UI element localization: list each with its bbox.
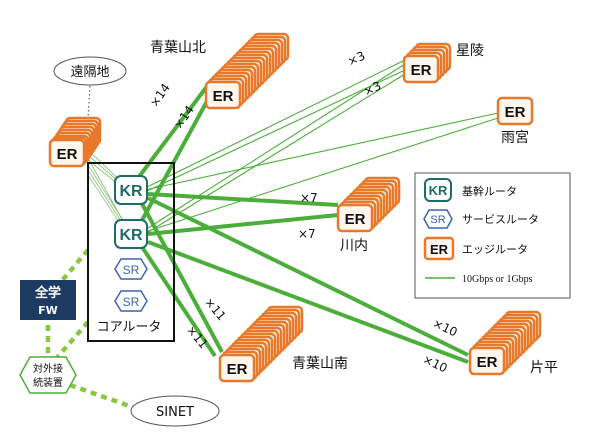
multiplier-kawauchi-a: ×7: [300, 191, 318, 205]
kr-label: KR: [119, 183, 143, 200]
multiplier-aobayama-kita-a: ×14: [147, 81, 173, 110]
campus-firewall: 全学 FW: [20, 280, 76, 320]
er-stack-amamiya: ER: [496, 96, 534, 126]
multiplier-katahira-a: ×10: [431, 316, 460, 339]
legend-sr-label: サービスルータ: [462, 213, 539, 226]
legend-er: ER エッジルータ: [423, 236, 528, 261]
er-stack-kawauchi: ER: [336, 176, 401, 233]
core-router-box: KR KR SR SR コアルータ: [87, 162, 175, 342]
legend-link-label: 10Gbps or 1Gbps: [462, 274, 533, 285]
legend-link: 10Gbps or 1Gbps: [425, 274, 533, 285]
thin-links: [144, 59, 499, 235]
er-label: ER: [345, 211, 366, 228]
fw-label-line1: 全学: [34, 285, 61, 301]
external-label-line1: 対外接: [33, 362, 63, 375]
site-label-hoshiryo: 星陵: [456, 43, 484, 59]
fw-label-line2: FW: [38, 304, 58, 317]
multiplier-hoshiryo-a: ×3: [345, 49, 367, 69]
er-stack-aobayama-kita: ER: [204, 32, 290, 110]
site-label-kawauchi: 川内: [340, 238, 368, 254]
multiplier-kawauchi-b: ×7: [298, 227, 316, 241]
core-router-label: コアルータ: [97, 320, 162, 335]
kr-router-2: KR: [114, 219, 148, 249]
remote-links: [87, 149, 129, 237]
sr-label: SR: [123, 263, 140, 277]
er-label: ER: [477, 354, 498, 371]
er-label: ER: [411, 62, 432, 79]
sr-router-2: SR: [114, 290, 148, 312]
remote-site-label: 遠隔地: [70, 65, 109, 80]
dashed-links: [45, 248, 136, 411]
site-label-amamiya: 雨宮: [501, 130, 529, 146]
legend-kr-symbol: KR: [429, 183, 448, 198]
er-label: ER: [505, 104, 526, 121]
er-label: ER: [213, 88, 234, 105]
external-label-line2: 続装置: [33, 376, 63, 389]
legend-er-symbol: ER: [430, 242, 449, 257]
remote-dotted-link: [87, 85, 91, 119]
site-label-aobayama-minami: 青葉山南: [292, 356, 348, 372]
site-label-aobayama-kita: 青葉山北: [150, 40, 206, 56]
er-stack-hoshiryo: ER: [402, 42, 452, 84]
thick-links: [133, 83, 469, 364]
legend: KR 基幹ルータ SR サービスルータ ER エッジルータ 10Gbps or …: [414, 172, 571, 299]
er-label: ER: [227, 361, 248, 378]
remote-site-node: 遠隔地: [53, 56, 127, 86]
external-connection-device: 対外接 続装置: [19, 356, 77, 394]
sr-router-1: SR: [114, 258, 148, 280]
legend-kr: KR 基幹ルータ: [424, 178, 517, 202]
site-label-katahira: 片平: [530, 360, 558, 376]
kr-router-1: KR: [114, 175, 148, 205]
sinet-label: SINET: [156, 405, 194, 420]
kr-label: KR: [119, 227, 143, 244]
legend-kr-label: 基幹ルータ: [462, 184, 517, 198]
er-stack-aobayama-minami: ER: [218, 305, 304, 383]
er-stack-katahira: ER: [468, 310, 542, 376]
sr-label: SR: [123, 295, 140, 309]
legend-sr: SR サービスルータ: [423, 209, 539, 229]
er-stack-remote: ER: [48, 116, 102, 168]
er-label: ER: [57, 146, 78, 163]
sinet-node: SINET: [130, 395, 220, 427]
multiplier-hoshiryo-b: ×3: [361, 79, 383, 99]
legend-sr-symbol: SR: [430, 214, 445, 226]
legend-er-label: エッジルータ: [462, 243, 528, 256]
